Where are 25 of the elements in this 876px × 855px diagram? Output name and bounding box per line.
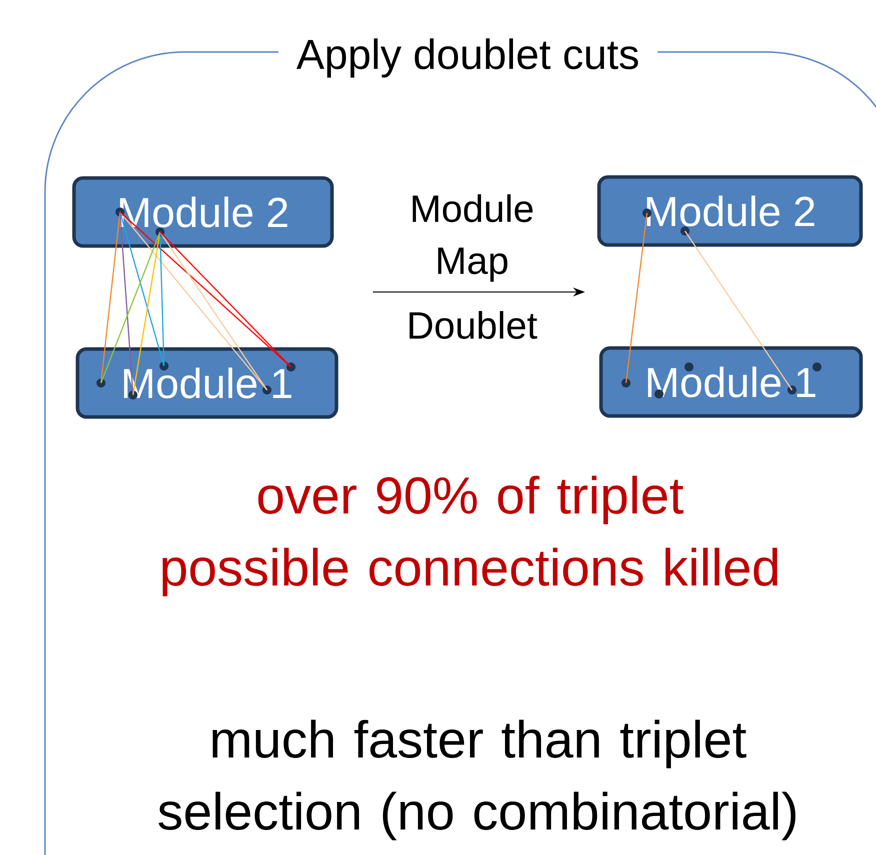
connection-line	[625, 212, 648, 384]
module-box: Module 2	[72, 176, 334, 248]
result-note: over 90% of triplet possible connections killed	[162, 476, 778, 596]
hit-dot	[680, 226, 690, 236]
connection-line	[120, 212, 268, 390]
connection-line	[100, 212, 121, 384]
note: much faster than triplet selection (no combinatorial)	[158, 720, 796, 840]
hit-dot	[788, 386, 796, 394]
arrow-label: Doublet	[410, 311, 538, 339]
connection-line	[160, 232, 292, 368]
connection-line	[119, 212, 134, 396]
hit-dot	[96, 378, 106, 388]
frame-title: Apply doublet cuts	[278, 35, 658, 81]
connection-line	[120, 212, 292, 368]
module-box: Module 2	[597, 175, 863, 247]
connection-line	[159, 232, 165, 366]
module-box: Module 1	[599, 346, 863, 418]
arrow-label: Module Map	[412, 194, 533, 282]
hit-dot	[622, 378, 630, 388]
connection-line	[100, 232, 161, 384]
connection-line	[119, 212, 165, 366]
hit-dot	[654, 390, 664, 398]
hit-dot	[262, 386, 272, 394]
hit-dot	[156, 228, 164, 236]
connection-line	[132, 232, 161, 396]
